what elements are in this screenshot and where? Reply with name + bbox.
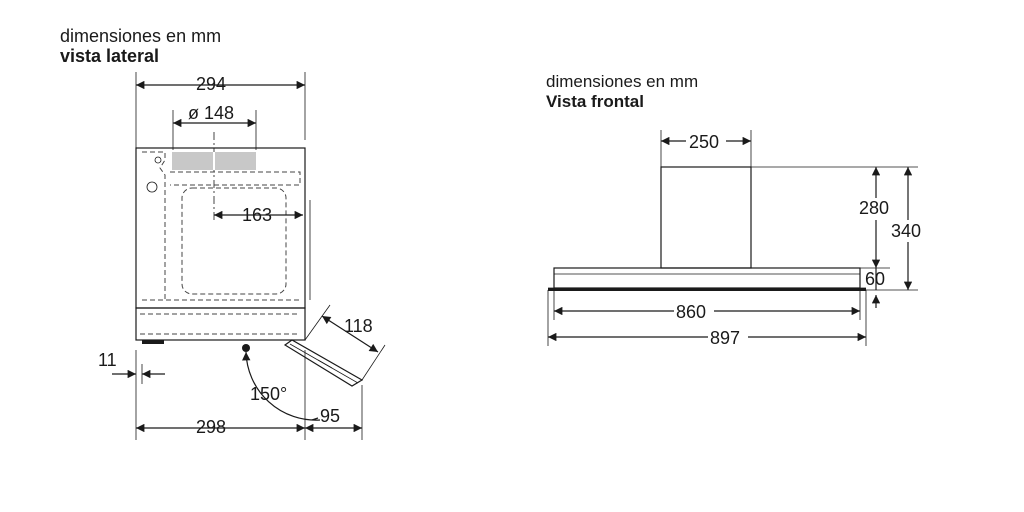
front-view-drawing: 250 280 340 60 860 897	[547, 130, 926, 349]
front-view-units: dimensiones en mm	[546, 72, 699, 91]
side-view-drawing: 294 ø 148 163 118 11 150° 298 95	[98, 72, 386, 440]
label-60: 60	[865, 269, 885, 289]
label-150: 150°	[250, 384, 287, 404]
label-250: 250	[689, 132, 719, 152]
canopy	[553, 267, 861, 289]
label-897: 897	[710, 328, 740, 348]
side-view-units: dimensiones en mm	[60, 26, 222, 46]
label-163: 163	[242, 205, 272, 225]
label-95: 95	[320, 406, 340, 426]
side-view-title: vista lateral	[60, 46, 160, 66]
hood-base	[135, 307, 306, 341]
label-298: 298	[196, 417, 226, 437]
dim-line-118	[321, 315, 379, 353]
label-148: ø 148	[188, 103, 234, 123]
chimney	[660, 166, 752, 269]
angle-arc	[242, 351, 321, 421]
canopy-base	[548, 288, 866, 291]
side-view-caption: dimensiones en mm vista lateral	[60, 26, 221, 66]
label-280: 280	[859, 198, 889, 218]
label-118: 118	[344, 316, 373, 336]
label-11: 11	[98, 350, 117, 370]
label-340: 340	[891, 221, 921, 241]
front-view-caption: dimensiones en mm Vista frontal	[546, 72, 698, 112]
label-860: 860	[676, 302, 706, 322]
front-view-title: Vista frontal	[546, 92, 644, 111]
label-294: 294	[196, 74, 226, 94]
